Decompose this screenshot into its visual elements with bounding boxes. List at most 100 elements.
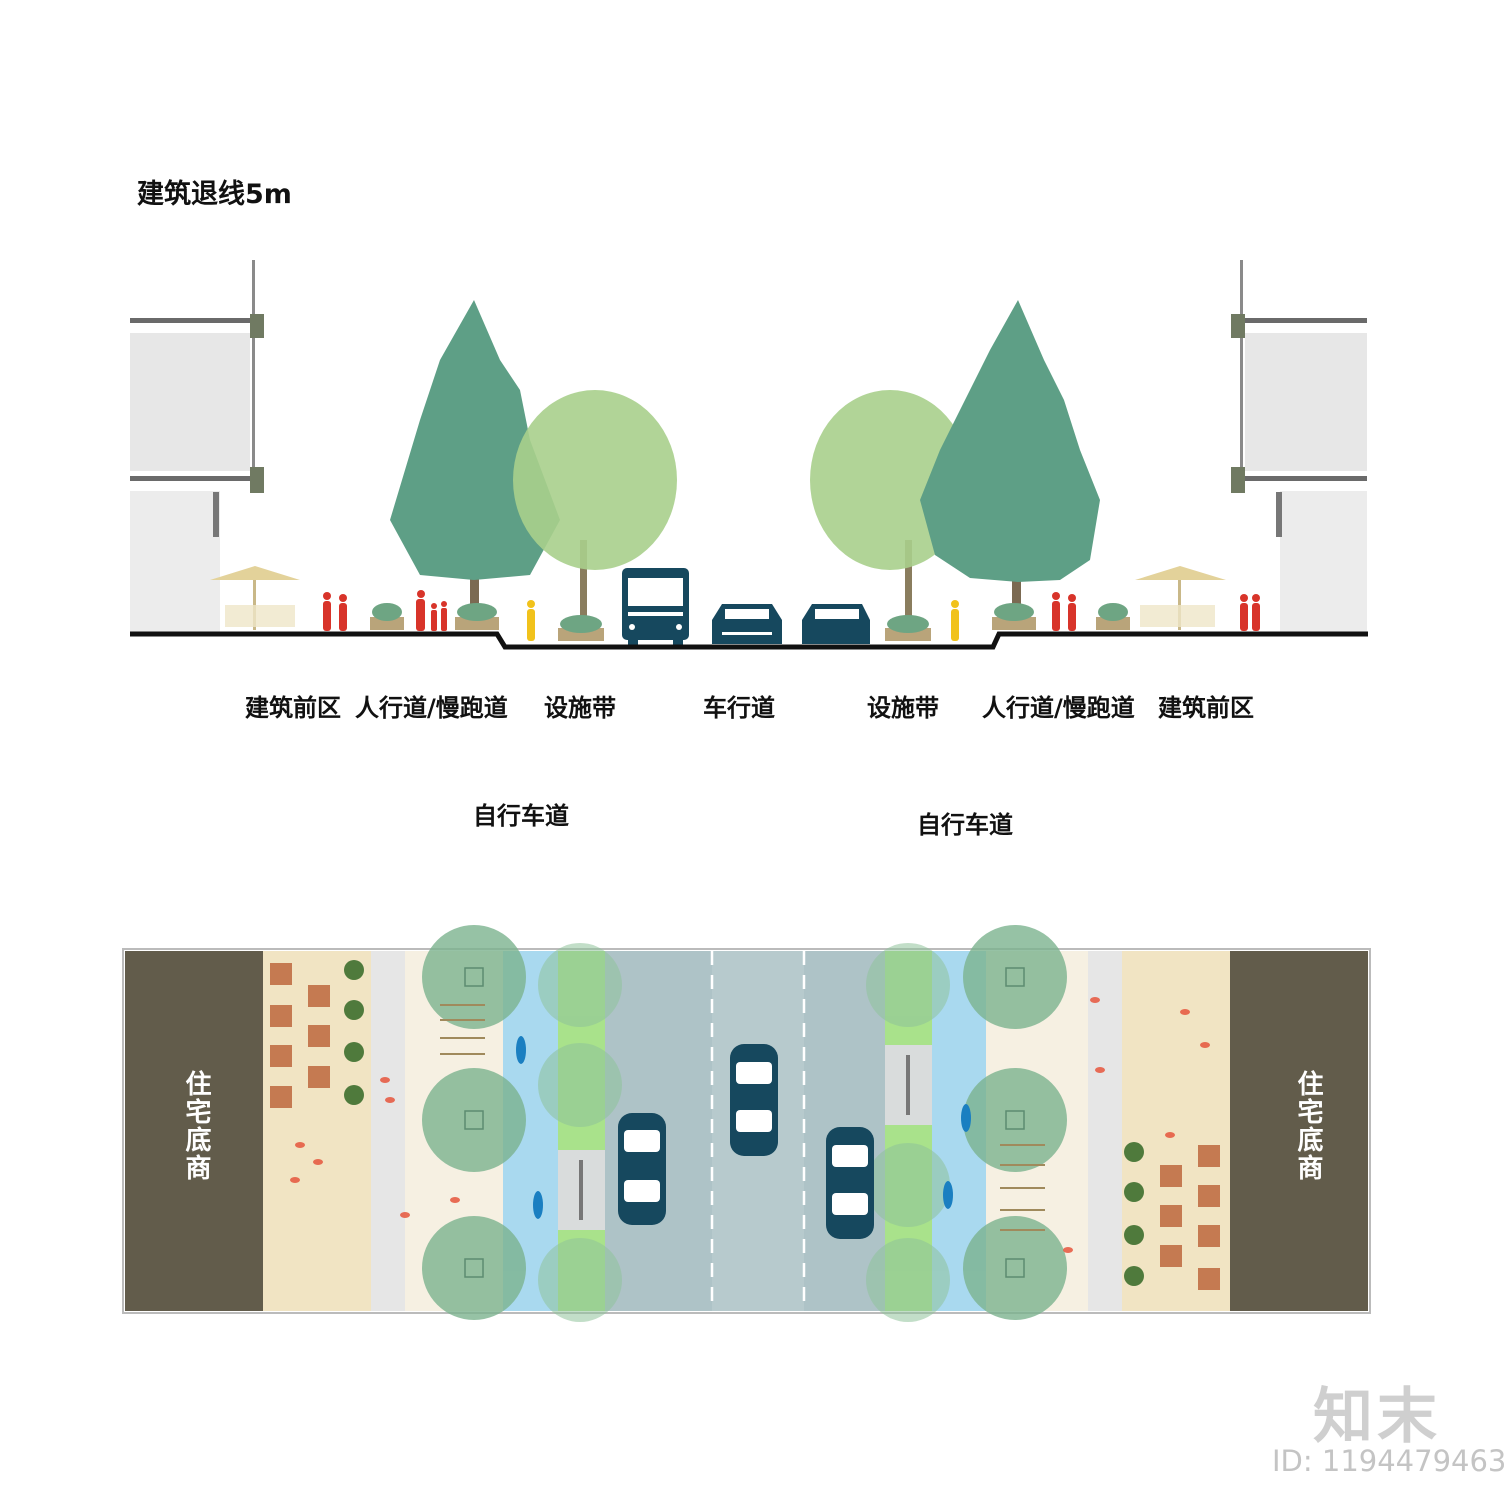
tree-canopy: [963, 1216, 1067, 1320]
tree-canopy-light: [866, 943, 950, 1027]
shrub: [344, 960, 364, 980]
left-building-mullion: [252, 260, 255, 490]
car-plan-3: [826, 1127, 874, 1239]
ground-line: [130, 631, 1368, 650]
label-frontage-left: 建筑前区: [245, 694, 341, 722]
street-cross-section: [130, 260, 1368, 650]
umbrella-right: [1135, 566, 1226, 630]
pedestrian: [416, 590, 425, 631]
tree-canopy-light: [538, 943, 622, 1027]
car-plan-2: [730, 1044, 778, 1156]
right-building-slab-top: [1240, 318, 1367, 323]
right-building-slab-mid: [1240, 476, 1367, 481]
cyclist-plan: [516, 1036, 526, 1064]
cafe-table: [1198, 1225, 1220, 1247]
left-building-slab-top: [130, 318, 255, 323]
cyclist-left: [527, 600, 535, 641]
shrub: [1124, 1225, 1144, 1245]
tree-canopy: [422, 1068, 526, 1172]
car-section-2: [802, 604, 870, 644]
cafe-table: [308, 1066, 330, 1088]
cafe-table: [270, 1086, 292, 1108]
tree-canopy: [422, 1216, 526, 1320]
cafe-table: [1198, 1185, 1220, 1207]
pedestrians: [323, 590, 1260, 631]
left-curb-strip: [371, 951, 405, 1311]
tree-dark-right: [920, 300, 1100, 630]
brand-logo: 知末: [1313, 1382, 1441, 1452]
car-plan-1: [618, 1113, 666, 1225]
pedestrian: [441, 601, 447, 631]
left-building-column: [213, 492, 219, 537]
planter-1: [370, 603, 404, 630]
tree-dark-left: [390, 300, 560, 630]
pedestrian: [1252, 594, 1260, 631]
shrub: [344, 1085, 364, 1105]
planter-4: [885, 615, 931, 641]
tree-light-left: [513, 390, 677, 635]
pedestrian: [1240, 594, 1248, 631]
shrub: [344, 1000, 364, 1020]
pedestrian: [431, 603, 437, 631]
cafe-table: [308, 1025, 330, 1047]
tree-canopy-light: [538, 1238, 622, 1322]
left-building-upper: [130, 333, 250, 471]
planter-5: [992, 603, 1036, 630]
pedestrian: [1068, 594, 1076, 631]
bike-racks-left: [440, 1004, 485, 1055]
pedestrian: [1052, 592, 1060, 631]
label-bike-lane-right: 自行车道: [917, 811, 1013, 839]
label-facility-right: 设施带: [867, 694, 939, 722]
label-bike-lane-left: 自行车道: [473, 802, 569, 830]
right-building-block: [1230, 951, 1368, 1311]
image-id: ID: 1194479463: [1272, 1444, 1507, 1478]
label-left-building: 住宅底商: [181, 1070, 211, 1182]
right-building-lower: [1280, 491, 1367, 634]
right-building-section: [1231, 260, 1367, 634]
cyclist-plan: [961, 1104, 971, 1132]
left-building-section: [130, 260, 264, 634]
right-building-bracket-mid: [1231, 467, 1245, 493]
bus-section: [622, 568, 689, 645]
tree-canopy: [422, 925, 526, 1029]
left-building-lower: [130, 491, 220, 634]
tree-canopy: [963, 925, 1067, 1029]
tree-canopy-light: [866, 1238, 950, 1322]
cafe-table: [1160, 1205, 1182, 1227]
pedestrian: [323, 592, 331, 631]
cafe-table: [270, 1005, 292, 1027]
cafe-table: [1198, 1268, 1220, 1290]
label-sidewalk-right: 人行道/慢跑道: [982, 694, 1135, 722]
cyclist-plan: [943, 1181, 953, 1209]
left-building-bracket-top: [250, 314, 264, 338]
cafe-table: [1160, 1165, 1182, 1187]
right-building-bracket-top: [1231, 314, 1245, 338]
setback-title: 建筑退线5m: [137, 179, 292, 210]
planter-6: [1096, 603, 1130, 630]
left-building-slab-mid: [130, 476, 255, 481]
umbrella-left: [210, 566, 300, 630]
car-section-1: [712, 604, 782, 644]
right-curb-strip: [1088, 951, 1122, 1311]
bike-racks-right: [1000, 1144, 1045, 1231]
tree-canopy-light: [866, 1143, 950, 1227]
shrub: [1124, 1182, 1144, 1202]
label-facility-left: 设施带: [544, 694, 616, 722]
left-building-bracket-mid: [250, 467, 264, 493]
street-plan: [122, 925, 1371, 1322]
cafe-table: [270, 963, 292, 985]
cafe-table: [308, 985, 330, 1007]
cyclist-right: [951, 600, 959, 641]
label-right-building: 住宅底商: [1293, 1070, 1323, 1182]
pedestrian: [339, 594, 347, 631]
right-building-column: [1276, 492, 1282, 537]
cafe-table: [270, 1045, 292, 1067]
label-carriageway: 车行道: [703, 694, 775, 722]
shrub: [1124, 1266, 1144, 1286]
planter-3: [558, 615, 604, 641]
cafe-table: [1198, 1145, 1220, 1167]
label-frontage-right: 建筑前区: [1158, 694, 1254, 722]
shrub: [1124, 1142, 1144, 1162]
right-building-upper: [1245, 333, 1367, 471]
tree-canopy-light: [538, 1043, 622, 1127]
